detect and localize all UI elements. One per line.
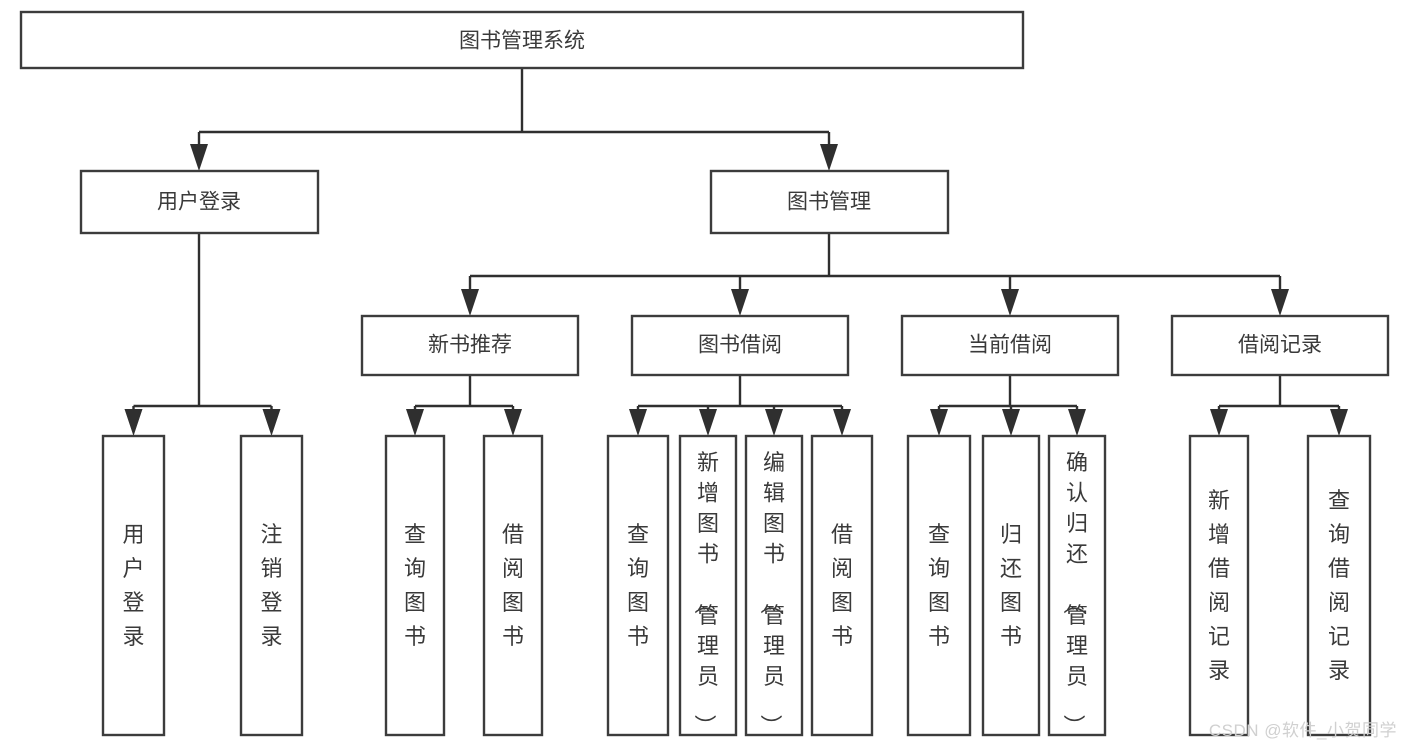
- node-leaf-logout-login[interactable]: 注销登录: [239, 434, 304, 737]
- edge-layer: [124, 68, 1348, 436]
- leaf-logout-login-box[interactable]: [239, 434, 304, 737]
- leaf-logout-login-label: 注销登录: [260, 522, 282, 649]
- node-new-book-recommend[interactable]: 新书推荐: [360, 314, 580, 377]
- leaf-borrow-book-2-label: 借阅图书: [831, 522, 853, 649]
- leaf-add-book-box[interactable]: [678, 434, 738, 737]
- leaf-query-book-1-box[interactable]: [384, 434, 446, 737]
- node-user-login[interactable]: 用户登录: [79, 169, 320, 235]
- leaf-query-book-3-label: 查询图书: [928, 522, 950, 649]
- leaf-add-borrow-record-label: 新增借阅记录: [1208, 488, 1230, 683]
- book-borrow-label: 图书借阅: [698, 334, 782, 357]
- node-book-borrow[interactable]: 图书借阅: [630, 314, 850, 377]
- node-leaf-add-borrow-record[interactable]: 新增借阅记录: [1188, 434, 1250, 737]
- leaf-query-book-2-box[interactable]: [606, 434, 670, 737]
- node-leaf-confirm-return[interactable]: 确认归还（管理员）: [1047, 434, 1107, 737]
- node-book-management[interactable]: 图书管理: [709, 169, 950, 235]
- borrow-record-label: 借阅记录: [1238, 334, 1322, 357]
- node-leaf-borrow-book-2[interactable]: 借阅图书: [810, 434, 874, 737]
- node-leaf-query-book-1[interactable]: 查询图书: [384, 434, 446, 737]
- leaf-user-login-box[interactable]: [101, 434, 166, 737]
- new-book-recommend-label: 新书推荐: [428, 334, 512, 357]
- user-login-box[interactable]: [79, 169, 320, 235]
- node-root[interactable]: 图书管理系统: [19, 10, 1025, 70]
- node-leaf-query-book-2[interactable]: 查询图书: [606, 434, 670, 737]
- leaf-edit-book-box[interactable]: [744, 434, 804, 737]
- leaf-return-book-box[interactable]: [981, 434, 1041, 737]
- node-leaf-user-login[interactable]: 用户登录: [101, 434, 166, 737]
- leaf-query-borrow-record-box[interactable]: [1306, 434, 1372, 737]
- leaf-layer: 用户登录 注销登录 查询图书 借阅图书 查询图书 新增图书（管理员） 编辑图书（管理员） 借阅…: [101, 434, 1372, 737]
- current-borrow-label: 当前借阅: [968, 334, 1052, 357]
- leaf-query-borrow-record-label: 查询借阅记录: [1328, 488, 1350, 683]
- leaf-borrow-book-1-label: 借阅图书: [502, 522, 524, 649]
- leaf-query-book-3-box[interactable]: [906, 434, 972, 737]
- node-leaf-edit-book[interactable]: 编辑图书（管理员）: [744, 434, 804, 737]
- user-login-label: 用户登录: [157, 191, 241, 214]
- leaf-query-book-1-label: 查询图书: [404, 522, 426, 649]
- leaf-return-book-label: 归还图书: [1000, 522, 1022, 649]
- node-borrow-record[interactable]: 借阅记录: [1170, 314, 1390, 377]
- book-management-label: 图书管理: [787, 191, 871, 214]
- leaf-query-book-2-label: 查询图书: [627, 522, 649, 649]
- borrow-record-box[interactable]: [1170, 314, 1390, 377]
- leaf-borrow-book-1-box[interactable]: [482, 434, 544, 737]
- leaf-confirm-return-label: 确认归还（管理员）: [1061, 450, 1088, 736]
- leaf-edit-book-label: 编辑图书（管理员）: [758, 450, 785, 736]
- root-box[interactable]: [19, 10, 1025, 70]
- root-label: 图书管理系统: [459, 30, 585, 53]
- book-management-box[interactable]: [709, 169, 950, 235]
- leaf-add-borrow-record-box[interactable]: [1188, 434, 1250, 737]
- node-leaf-add-book[interactable]: 新增图书（管理员）: [678, 434, 738, 737]
- node-leaf-borrow-book-1[interactable]: 借阅图书: [482, 434, 544, 737]
- node-leaf-query-book-3[interactable]: 查询图书: [906, 434, 972, 737]
- leaf-user-login-label: 用户登录: [122, 522, 144, 649]
- node-leaf-return-book[interactable]: 归还图书: [981, 434, 1041, 737]
- current-borrow-box[interactable]: [900, 314, 1120, 377]
- new-book-recommend-box[interactable]: [360, 314, 580, 377]
- leaf-confirm-return-box[interactable]: [1047, 434, 1107, 737]
- book-borrow-box[interactable]: [630, 314, 850, 377]
- node-leaf-query-borrow-record[interactable]: 查询借阅记录: [1306, 434, 1372, 737]
- leaf-borrow-book-2-box[interactable]: [810, 434, 874, 737]
- node-current-borrow[interactable]: 当前借阅: [900, 314, 1120, 377]
- leaf-add-book-label: 新增图书（管理员）: [692, 450, 719, 736]
